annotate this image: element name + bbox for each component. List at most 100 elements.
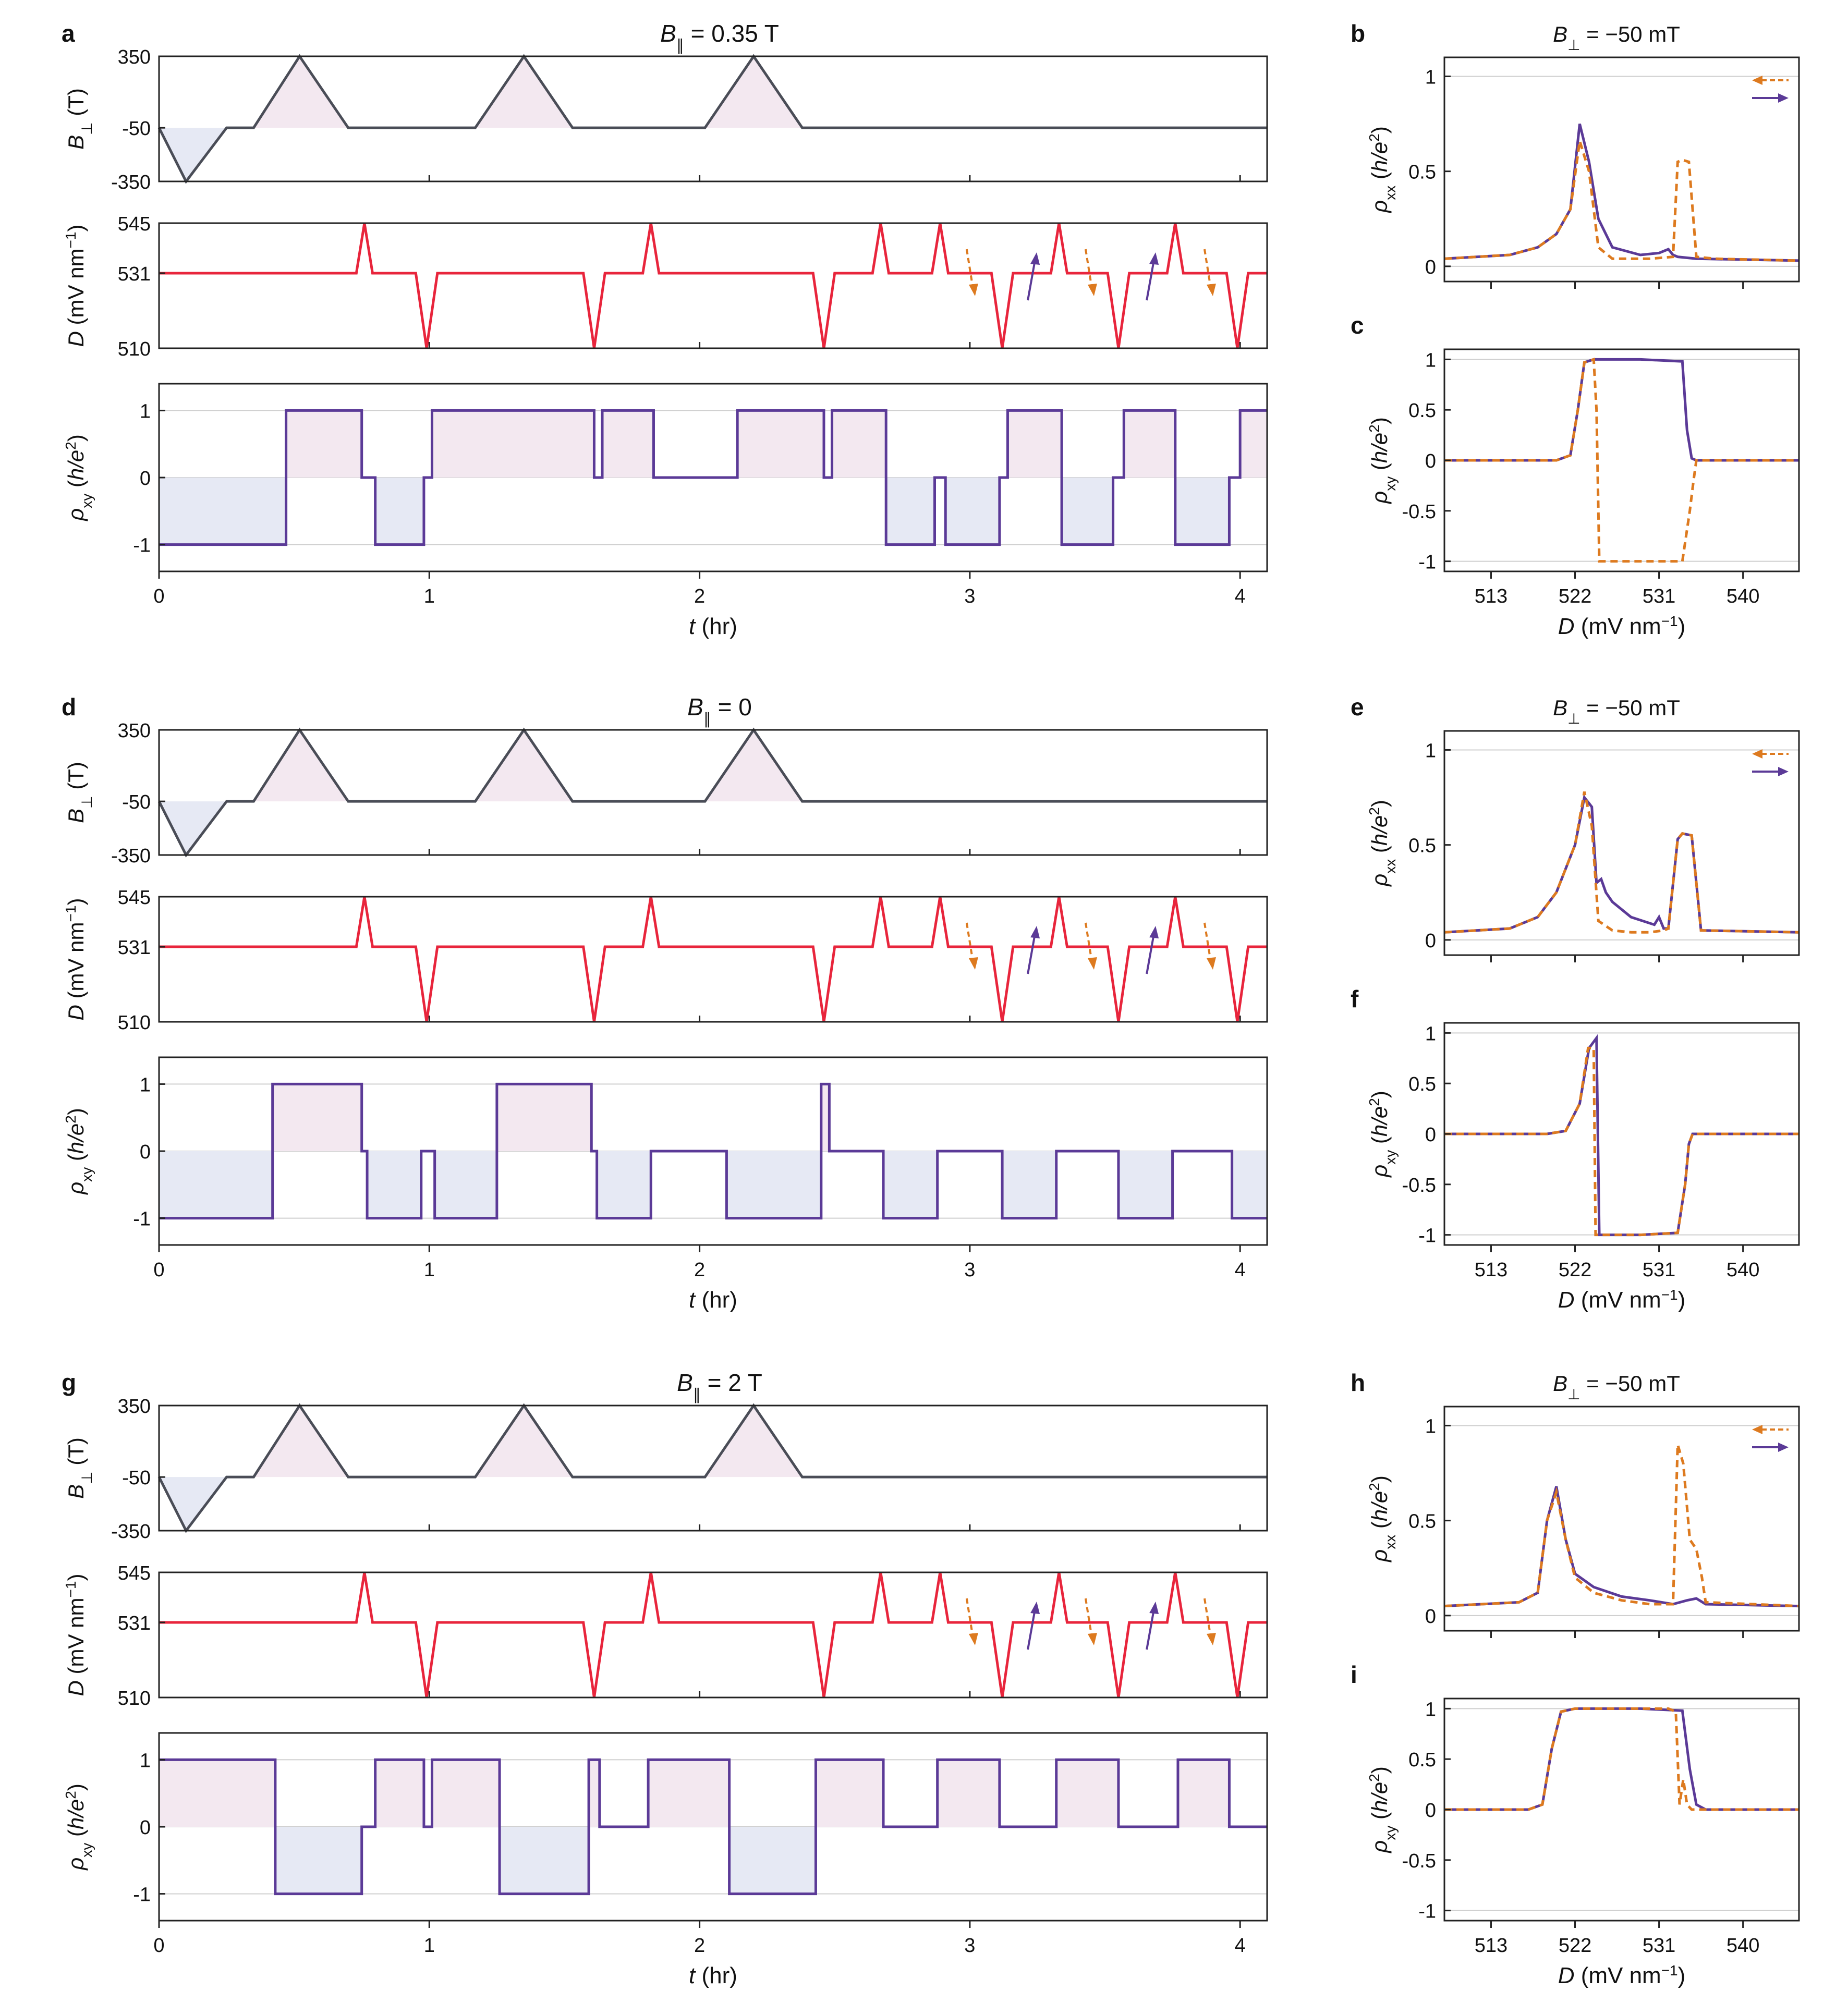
time-tick-label: 0 xyxy=(153,1259,164,1281)
rho-fill-positive xyxy=(832,410,886,478)
b-perp-tick-label: -350 xyxy=(111,1521,151,1543)
rho-xx-up-trace xyxy=(1444,794,1800,934)
d-axis-label: D (mV nm−1) xyxy=(1558,1962,1686,1989)
rho-xy-down-trace xyxy=(1444,1046,1799,1237)
panel-letter-h: h xyxy=(1351,1369,1365,1396)
rho-xx-tick-label: 0.5 xyxy=(1408,1511,1436,1533)
d-x-tick-label: 531 xyxy=(1643,1259,1675,1281)
d-x-tick-label: 531 xyxy=(1643,1935,1675,1957)
sweep-up-arrowhead xyxy=(1030,1602,1040,1614)
rho-xx-tick-label: 0 xyxy=(1425,257,1436,278)
rho-xy-time-trace xyxy=(159,409,1267,546)
rho-xx-frame xyxy=(1443,56,1800,283)
rho-fill-positive xyxy=(496,1084,592,1151)
rho-xy-tick-label: 0 xyxy=(1425,1800,1436,1822)
panel-letter-d: d xyxy=(62,693,76,720)
rho-fill-negative xyxy=(729,1827,816,1894)
rho-tick-label: 1 xyxy=(140,1750,151,1772)
rho-xy-tick-label: -0.5 xyxy=(1402,1175,1436,1196)
title-b-perp-1: B⊥ = −50 mT xyxy=(1553,22,1680,53)
rho-fill-positive xyxy=(432,1760,500,1827)
rho-fill-negative xyxy=(434,1151,497,1218)
rho-fill-negative xyxy=(597,1151,651,1218)
rho-fill-negative xyxy=(500,1827,589,1894)
time-tick-label: 1 xyxy=(424,585,435,607)
rho-fill-positive xyxy=(589,1760,600,1827)
panel-letter-a: a xyxy=(62,20,75,47)
time-tick-label: 1 xyxy=(424,1259,435,1281)
b-perp-fill-negative xyxy=(159,128,1267,181)
sweep-down-arrow xyxy=(965,922,974,962)
rho-xx-frame xyxy=(1443,730,1800,956)
b-perp-ylabel: B⊥ (T) xyxy=(64,1437,95,1499)
b-perp-tick-label: -50 xyxy=(122,791,151,813)
sweep-down-arrow xyxy=(1203,249,1212,289)
rho-fill-positive xyxy=(1240,410,1267,478)
rho-fill-negative xyxy=(159,478,286,545)
rho-tick-label: 0 xyxy=(140,1141,151,1163)
rho-fill-negative xyxy=(375,478,424,545)
d-x-tick-label: 531 xyxy=(1643,585,1675,607)
sweep-down-arrowhead xyxy=(1206,1633,1216,1645)
rho-fill-negative xyxy=(883,1151,938,1218)
panel-letter-f: f xyxy=(1351,985,1359,1012)
b-perp-tick-label: -350 xyxy=(111,845,151,867)
time-tick-label: 3 xyxy=(964,585,975,607)
rho-xx-ylabel: ρxx (h/e2) xyxy=(1366,800,1399,887)
sweep-down-arrowhead xyxy=(1087,957,1097,970)
rho-xx-up-trace xyxy=(1444,123,1800,262)
rho-xx-tick-label: 0 xyxy=(1425,1606,1436,1628)
sweep-down-arrow xyxy=(1203,1598,1212,1638)
rho-fill-positive xyxy=(816,1760,884,1827)
legend-up-arrowhead xyxy=(1778,93,1789,103)
sweep-down-arrowhead xyxy=(968,1633,978,1645)
time-axis-label: t (hr) xyxy=(689,1287,737,1313)
legend-down-arrowhead xyxy=(1752,76,1762,85)
sweep-up-arrowhead xyxy=(1149,252,1159,265)
displacement-frame xyxy=(158,896,1268,1023)
rho-xy-up-trace xyxy=(1444,1707,1799,1811)
rho-tick-label: -1 xyxy=(133,1884,151,1906)
time-tick-label: 2 xyxy=(694,585,705,607)
rho-fill-positive xyxy=(648,1760,730,1827)
time-tick-label: 4 xyxy=(1235,585,1246,607)
rho-fill-negative xyxy=(275,1827,362,1894)
sweep-down-arrow xyxy=(1084,922,1093,962)
rho-xy-up-trace xyxy=(1444,1034,1799,1237)
sweep-up-arrow xyxy=(1027,1608,1037,1650)
sweep-down-arrowhead xyxy=(1206,284,1216,296)
displacement-trace xyxy=(159,896,1267,1022)
legend-up-arrowhead xyxy=(1778,1443,1789,1452)
title-b-parallel-d: B∥ = 0 xyxy=(687,693,752,728)
sweep-up-arrowhead xyxy=(1030,252,1040,265)
rho-fill-negative xyxy=(367,1151,421,1218)
time-tick-label: 4 xyxy=(1235,1935,1246,1957)
rho-xy-time-ylabel: ρxy (h/e2) xyxy=(63,1108,95,1195)
rho-fill-positive xyxy=(937,1760,1000,1827)
d-x-tick-label: 513 xyxy=(1475,1259,1507,1281)
panel-letter-i: i xyxy=(1351,1661,1357,1688)
d-x-tick-label: 522 xyxy=(1559,585,1591,607)
d-x-tick-label: 513 xyxy=(1475,585,1507,607)
rho-xx-frame xyxy=(1443,1406,1800,1632)
rho-fill-negative xyxy=(159,1151,273,1218)
panel-letter-e: e xyxy=(1351,693,1364,720)
rho-fill-negative xyxy=(886,478,935,545)
rho-xx-down-trace xyxy=(1444,140,1800,262)
rho-fill-negative xyxy=(1118,1151,1173,1218)
b-perp-frame xyxy=(158,729,1268,856)
sweep-up-arrow xyxy=(1146,933,1156,974)
d-x-tick-label: 522 xyxy=(1559,1259,1591,1281)
